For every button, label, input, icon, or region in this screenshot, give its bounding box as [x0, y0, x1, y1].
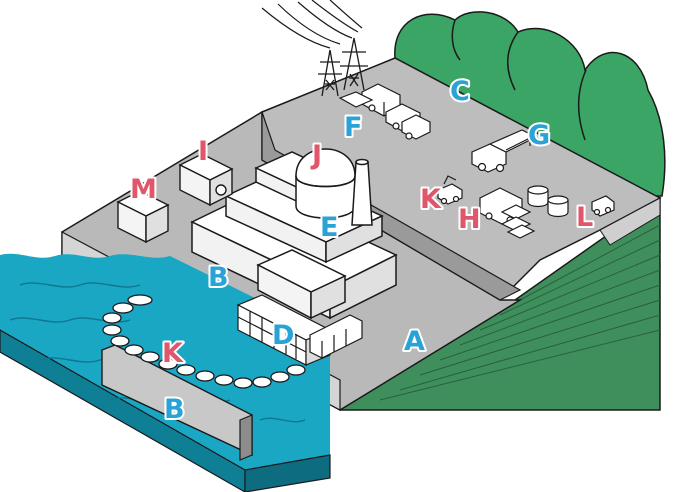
forest-hills	[394, 11, 666, 197]
intake-structure	[236, 294, 363, 366]
label-k-boom: K	[162, 338, 184, 369]
trucks-f	[338, 83, 431, 140]
building-i	[178, 153, 234, 207]
label-h: H	[458, 204, 481, 235]
label-k-vehicle: K	[420, 184, 442, 215]
tanks-l	[527, 185, 615, 218]
excavator-k	[437, 175, 463, 205]
label-d: D	[272, 320, 294, 351]
label-j: J	[310, 140, 322, 171]
label-a: A	[404, 326, 425, 357]
truck-h	[479, 187, 536, 239]
label-b-seawall: B	[164, 394, 185, 425]
label-g: G	[528, 120, 550, 151]
building-m	[116, 190, 170, 244]
pylons	[318, 37, 368, 97]
labels: A B B C D E F G H I J K K L M	[128, 74, 595, 427]
power-lines	[261, 0, 363, 49]
label-f: F	[344, 112, 362, 143]
label-l: L	[576, 202, 593, 233]
label-c: C	[450, 76, 470, 107]
label-b-building: B	[208, 262, 229, 293]
label-m: M	[130, 174, 157, 205]
oil-boom	[102, 294, 306, 389]
truck-g	[471, 129, 538, 173]
label-e: E	[320, 212, 338, 243]
label-i: I	[198, 136, 208, 167]
reactor-building	[190, 148, 398, 320]
breakwater	[101, 344, 253, 461]
